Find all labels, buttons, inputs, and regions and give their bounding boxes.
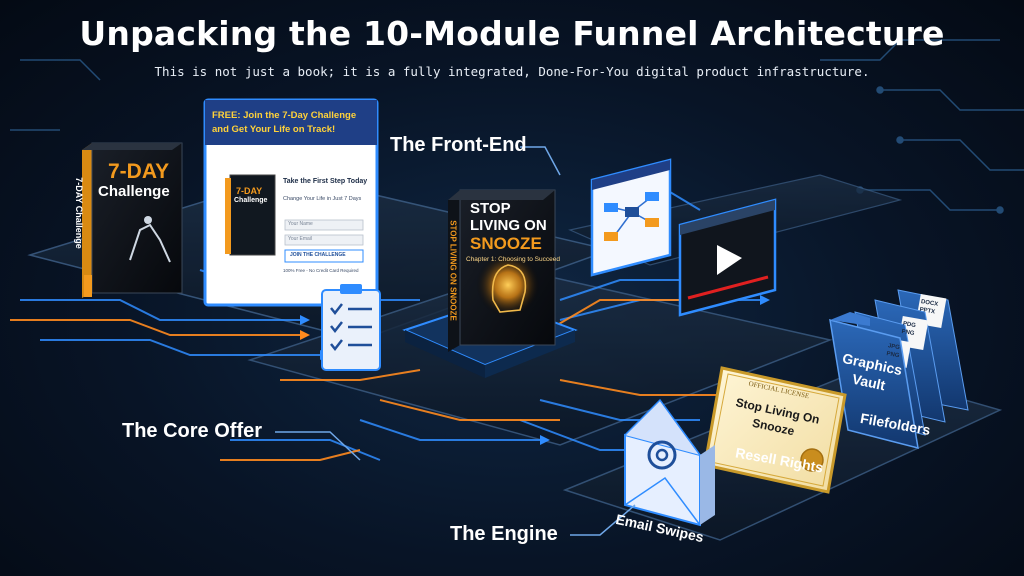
flow-lines-orange: [10, 299, 720, 461]
landing-banner-line2: and Get Your Life on Track!: [212, 124, 336, 135]
landing-cta-button[interactable]: JOIN THE CHALLENGE: [290, 252, 346, 258]
video-player-window: [678, 198, 777, 317]
core-book-spine: STOP LIVING ON SNOOZE: [448, 220, 458, 321]
checklist-clipboard-icon: [321, 284, 381, 371]
play-icon: [717, 245, 742, 275]
section-label-front-end: The Front-End: [390, 134, 527, 156]
landing-name-field[interactable]: Your Name: [288, 221, 313, 227]
core-book-title-line1: STOP: [470, 200, 511, 217]
core-book-title-line2: LIVING ON: [470, 217, 547, 234]
certificate-seal: [800, 448, 824, 472]
flowchart-window: [590, 158, 672, 277]
core-book-chapter: Chapter 1: Choosing to Succeed: [466, 256, 560, 263]
core-book: [448, 189, 556, 352]
landing-note: 100% Free - No Credit Card Required: [283, 268, 359, 273]
section-label-engine: The Engine: [450, 523, 558, 545]
landing-heading: Take the First Step Today: [283, 178, 368, 185]
challenge-book-spine: 7-DAY Challenge: [74, 177, 84, 249]
landing-email-field[interactable]: Your Email: [288, 236, 312, 242]
email-envelope-icon: [624, 398, 715, 527]
landing-banner-line1: FREE: Join the 7-Day Challenge: [212, 110, 357, 121]
core-book-title-line3: SNOOZE: [470, 234, 542, 253]
page-subtitle: This is not just a book; it is a fully i…: [154, 64, 870, 79]
license-certificate: [703, 366, 847, 494]
landing-mini-book-line1: 7-DAY: [236, 186, 263, 196]
challenge-book-title-line2: Challenge: [98, 183, 170, 200]
label-connectors: [275, 146, 636, 536]
page-title: Unpacking the 10-Module Funnel Architect…: [79, 14, 945, 53]
folder-stack: [829, 289, 969, 450]
landing-page-window: [203, 98, 379, 307]
landing-subheading: Change Your Life in Just 7 Days: [283, 196, 362, 202]
challenge-book-title-line1: 7-DAY: [108, 160, 170, 183]
challenge-book: [82, 142, 183, 298]
landing-mini-book-line2: Challenge: [234, 197, 268, 204]
section-label-core-offer: The Core Offer: [122, 420, 263, 442]
